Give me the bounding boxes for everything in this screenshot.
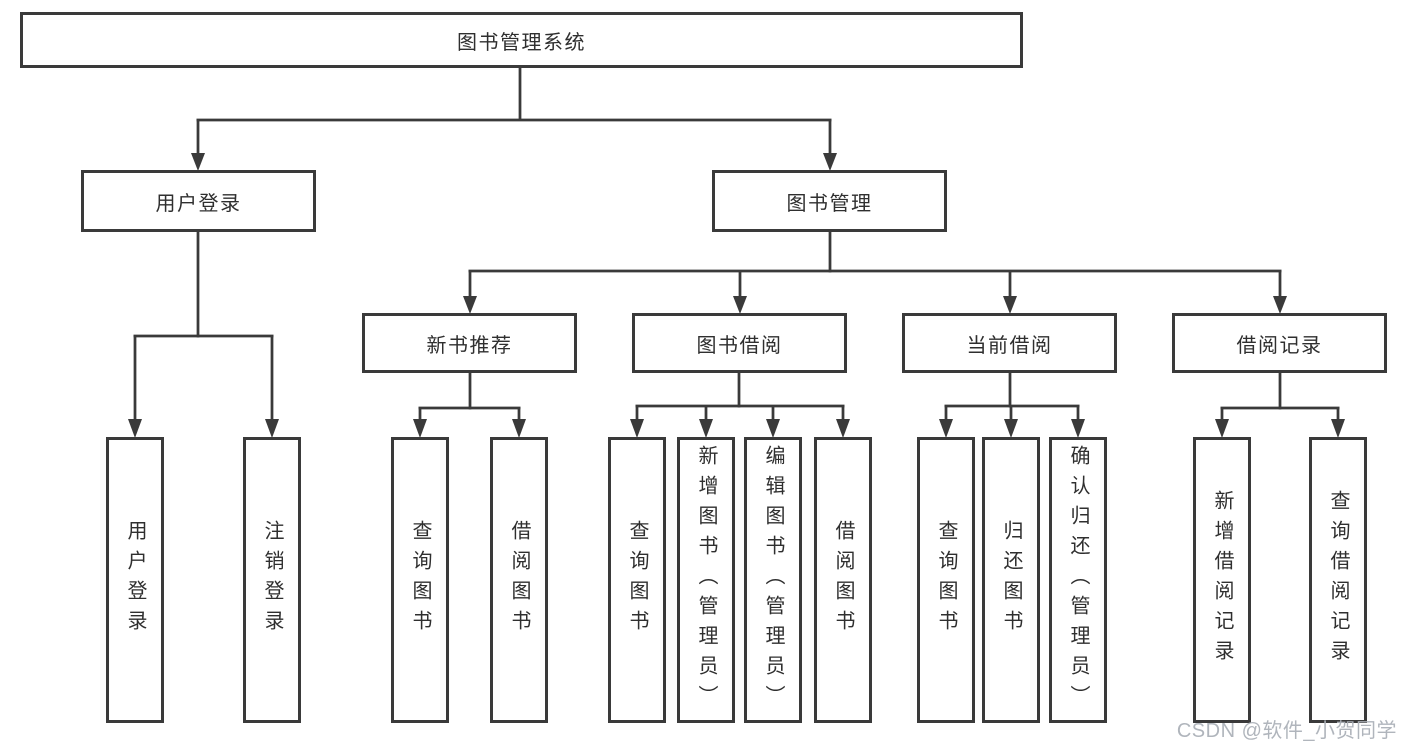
leaf-query-books-borrow: 查询图书 bbox=[608, 437, 666, 723]
leaf-confirm-return-admin: 确认归还（管理员） bbox=[1049, 437, 1107, 723]
leaf-edit-book-admin: 编辑图书（管理员） bbox=[744, 437, 802, 723]
leaf-user-login: 用户登录 bbox=[106, 437, 164, 723]
leaf-borrow-books-borrow: 借阅图书 bbox=[814, 437, 872, 723]
csdn-watermark: CSDN @软件_小贺同学 bbox=[1176, 720, 1397, 742]
leaf-return-books: 归还图书 bbox=[982, 437, 1040, 723]
leaf-query-books-current: 查询图书 bbox=[917, 437, 975, 723]
leaf-borrow-books-recommend: 借阅图书 bbox=[490, 437, 548, 723]
node-book-borrow: 图书借阅 bbox=[632, 313, 847, 373]
node-user-login: 用户登录 bbox=[81, 170, 316, 232]
node-borrow-records: 借阅记录 bbox=[1172, 313, 1387, 373]
leaf-query-borrow-record: 查询借阅记录 bbox=[1309, 437, 1367, 723]
leaf-logout-login: 注销登录 bbox=[243, 437, 301, 723]
node-library-system: 图书管理系统 bbox=[20, 12, 1023, 68]
leaf-query-books-recommend: 查询图书 bbox=[391, 437, 449, 723]
leaf-add-borrow-record: 新增借阅记录 bbox=[1193, 437, 1251, 723]
leaf-add-book-admin: 新增图书（管理员） bbox=[677, 437, 735, 723]
node-current-borrow: 当前借阅 bbox=[902, 313, 1117, 373]
node-book-management: 图书管理 bbox=[712, 170, 947, 232]
node-new-book-recommend: 新书推荐 bbox=[362, 313, 577, 373]
